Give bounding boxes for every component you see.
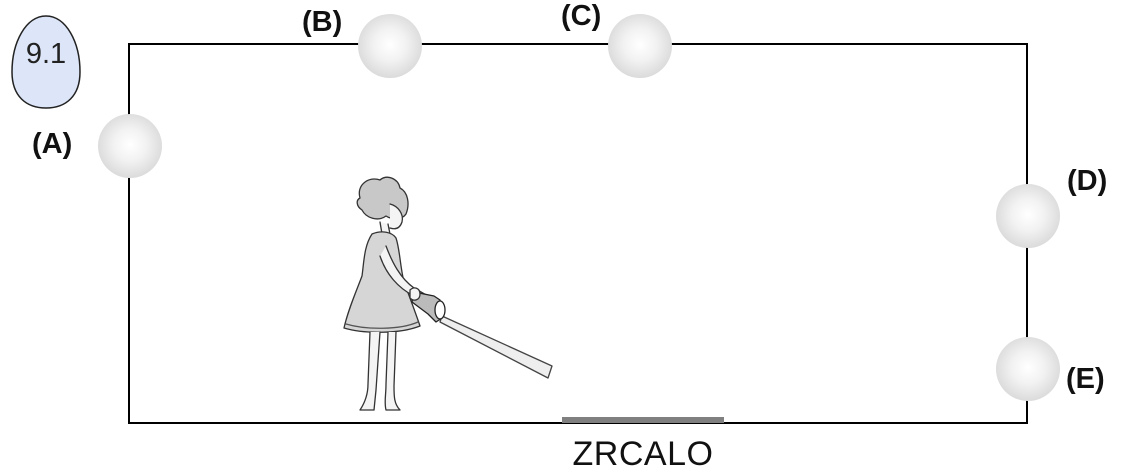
lamp-a-label: (A) [32,128,73,160]
lamp-b [358,14,422,78]
lamp-b-label: (B) [302,6,343,38]
task-number-badge [11,15,81,109]
mirror [562,417,724,423]
lamp-d-label: (D) [1067,165,1108,197]
room-outline [128,43,1028,424]
lamp-e-label: (E) [1066,363,1105,395]
lamp-d [996,184,1060,248]
girl-with-flashlight-icon [343,176,553,411]
task-number-label: 9.1 [25,38,67,70]
mirror-label: ZRCALO [572,435,714,473]
lamp-c [608,14,672,78]
lamp-c-label: (C) [561,0,602,32]
lamp-a [98,114,162,178]
lamp-e [996,337,1060,401]
